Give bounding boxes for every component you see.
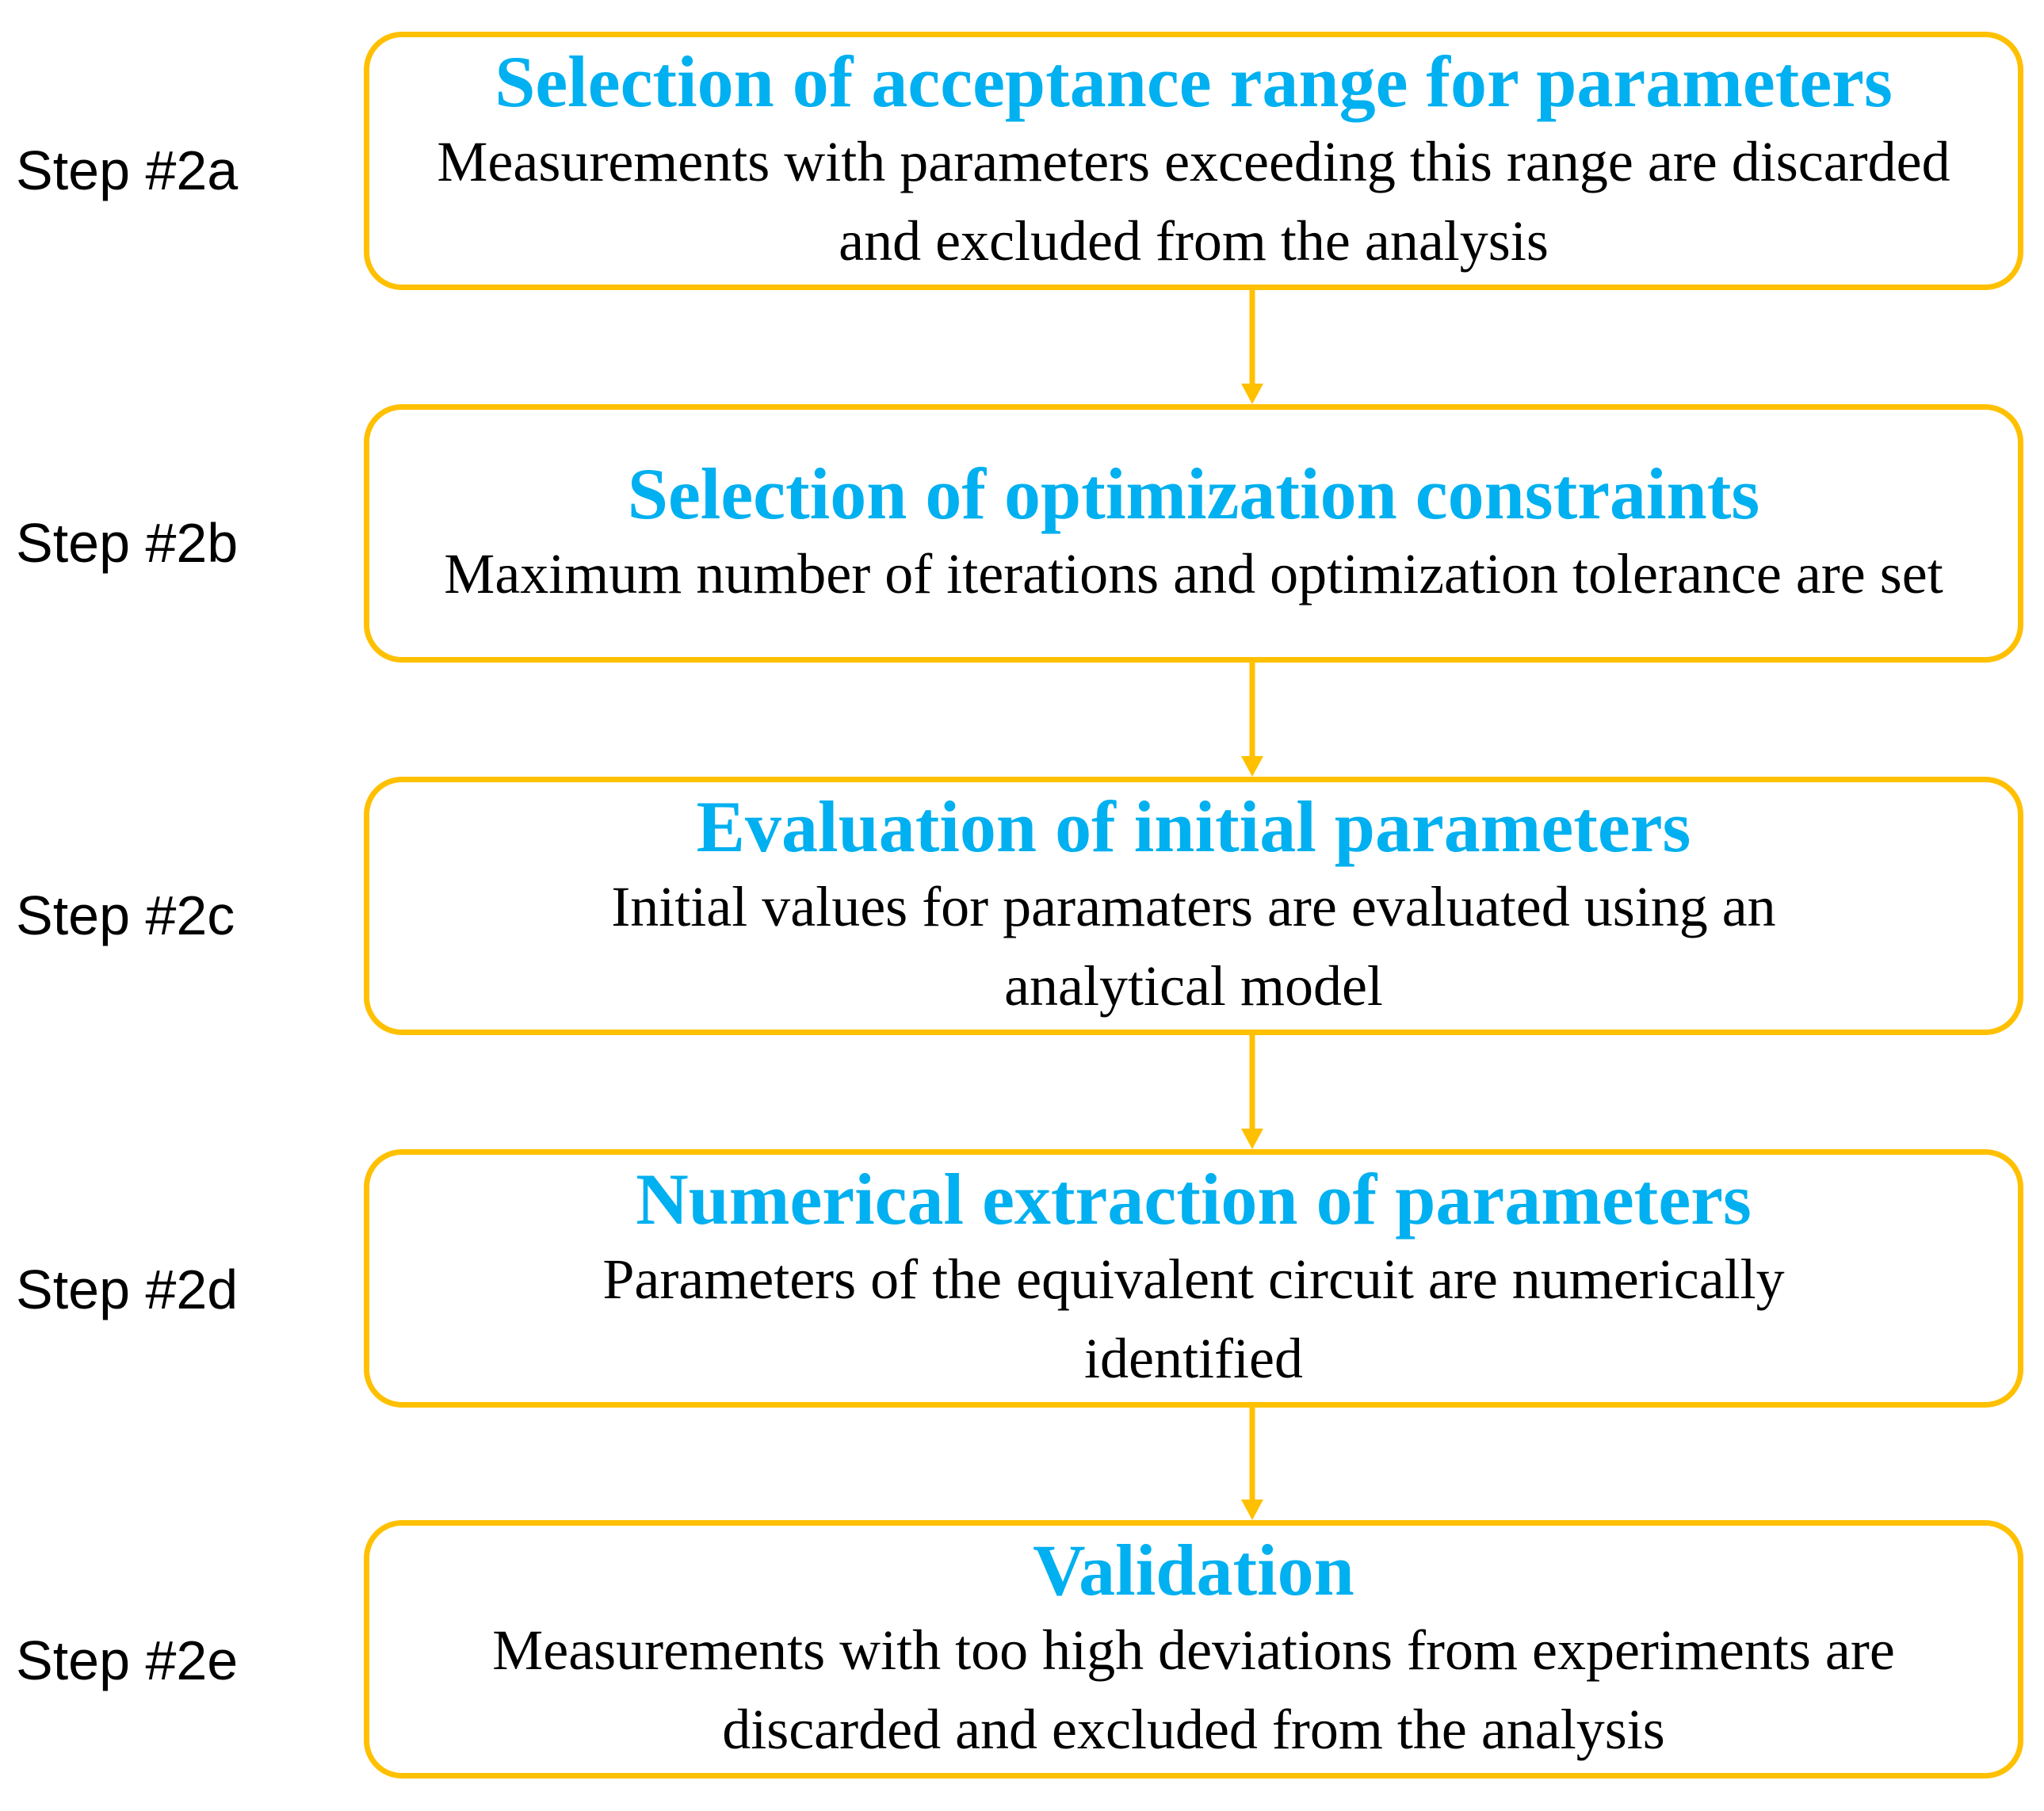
- step-label-2b: Step #2b: [16, 512, 239, 574]
- step-label-2e: Step #2e: [16, 1630, 239, 1691]
- step-title: Validation: [1033, 1530, 1354, 1611]
- step-box-2a: Selection of acceptance range for parame…: [364, 32, 2023, 290]
- step-title: Selection of optimization constraints: [627, 453, 1760, 534]
- step-label-2c: Step #2c: [16, 884, 235, 946]
- step-box-2d: Numerical extraction of parameters Param…: [364, 1149, 2023, 1408]
- step-box-2b: Selection of optimization constraints Ma…: [364, 404, 2023, 663]
- step-label-2a: Step #2a: [16, 139, 239, 201]
- arrowhead-2c-2d: [1241, 1129, 1263, 1149]
- arrowhead-2a-2b: [1241, 384, 1263, 404]
- step-description: Parameters of the equivalent circuit are…: [602, 1247, 1785, 1390]
- step-description: Maximum number of iterations and optimiz…: [444, 541, 1943, 606]
- step-title: Numerical extraction of parameters: [636, 1159, 1752, 1240]
- step-description: Initial values for paramaters are evalua…: [611, 875, 1776, 1018]
- step-description: Measurements with too high deviations fr…: [492, 1618, 1895, 1761]
- arrowhead-2b-2c: [1241, 756, 1263, 777]
- step-title: Selection of acceptance range for parame…: [495, 41, 1893, 123]
- step-box-2e: Validation Measurements with too high de…: [364, 1520, 2023, 1779]
- step-description: Measurements with parameters exceeding t…: [437, 130, 1950, 273]
- step-label-2d: Step #2d: [16, 1259, 239, 1320]
- step-title: Evaluation of initial parameters: [696, 786, 1691, 868]
- step-box-2c: Evaluation of initial parameters Initial…: [364, 777, 2023, 1035]
- arrowhead-2d-2e: [1241, 1500, 1263, 1520]
